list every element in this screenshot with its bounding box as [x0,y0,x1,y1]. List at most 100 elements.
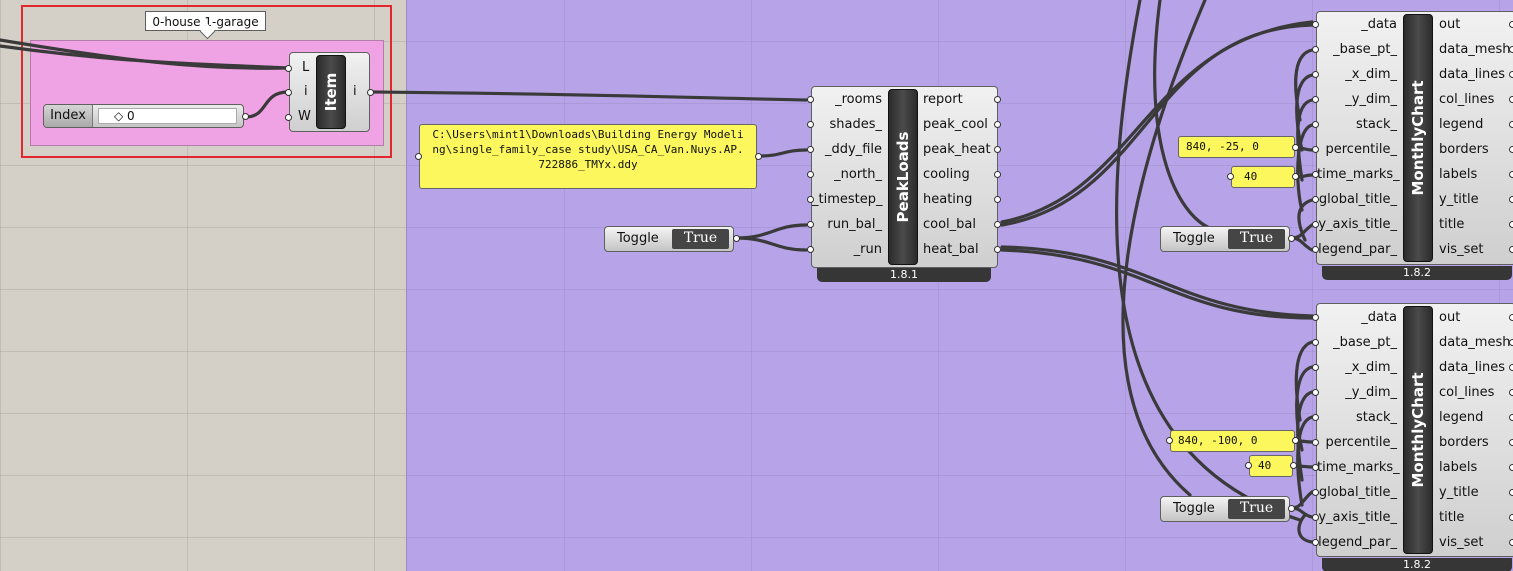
peak-loads-input: _north_ [834,167,882,182]
chart-top-toggle[interactable]: Toggle True [1160,226,1290,252]
output-grip[interactable] [994,221,1001,228]
monthly-chart-bottom-output: data_lines [1439,360,1506,375]
input-grip[interactable] [1312,539,1319,546]
input-grip[interactable] [1227,173,1234,180]
output-grip[interactable] [1509,171,1513,178]
input-grip[interactable] [1245,462,1252,469]
toggle-label: Toggle [617,231,659,246]
ddy-path-panel[interactable]: C:\Users\mint1\Downloads\Building Energy… [419,124,757,189]
output-grip[interactable] [1292,437,1299,444]
input-grip[interactable] [1312,514,1319,521]
output-grip[interactable] [733,235,740,242]
output-grip[interactable] [1509,246,1513,253]
input-grip[interactable] [1312,71,1319,78]
input-grip[interactable] [807,96,814,103]
input-grip[interactable] [807,171,814,178]
output-grip[interactable] [1509,514,1513,521]
wire [1297,198,1314,242]
output-grip[interactable] [1509,96,1513,103]
output-grip[interactable] [1290,462,1297,469]
chart-bottom-toggle[interactable]: Toggle True [1160,496,1290,522]
output-grip[interactable] [1509,414,1513,421]
input-grip[interactable] [1312,339,1319,346]
input-grip[interactable] [1312,464,1319,471]
output-grip[interactable] [1292,144,1299,151]
input-grip[interactable] [1312,439,1319,446]
input-grip[interactable] [1312,364,1319,371]
output-grip[interactable] [1288,235,1295,242]
input-grip[interactable] [1312,221,1319,228]
toggle-label: Toggle [1173,501,1215,516]
output-grip[interactable] [994,171,1001,178]
output-grip[interactable] [1509,121,1513,128]
monthly-chart-bottom-input: percentile_ [1325,435,1397,450]
output-grip[interactable] [1509,221,1513,228]
output-grip[interactable] [994,196,1001,203]
input-grip[interactable] [1312,246,1319,253]
input-grip[interactable] [1312,21,1319,28]
toggle-value[interactable]: True [672,229,729,249]
output-grip[interactable] [1509,364,1513,371]
input-grip[interactable] [285,114,292,121]
output-grip[interactable] [994,246,1001,253]
index-slider[interactable]: Index ◇ 0 [43,104,244,128]
input-grip[interactable] [1312,414,1319,421]
run-toggle[interactable]: Toggle True [604,226,734,252]
input-grip[interactable] [1312,146,1319,153]
time-marks-panel-bottom[interactable]: 40 [1249,455,1293,477]
input-grip[interactable] [285,89,292,96]
slider-value: ◇ 0 [114,109,135,123]
output-grip[interactable] [1509,146,1513,153]
base-point-panel-top[interactable]: 840, -25, 0 [1178,136,1295,158]
output-grip[interactable] [994,146,1001,153]
output-grip[interactable] [994,96,1001,103]
output-grip[interactable] [1292,173,1299,180]
input-grip[interactable] [807,146,814,153]
toggle-value[interactable]: True [1228,499,1285,519]
toggle-value[interactable]: True [1228,229,1285,249]
input-grip[interactable] [1312,121,1319,128]
input-grip[interactable] [415,153,422,160]
input-grip[interactable] [1312,171,1319,178]
wire [0,38,290,70]
slider-track[interactable] [98,108,237,124]
output-grip[interactable] [1288,505,1295,512]
input-grip[interactable] [1312,96,1319,103]
input-grip[interactable] [285,65,292,72]
output-grip[interactable] [1509,489,1513,496]
input-grip[interactable] [807,221,814,228]
monthly-chart-top-input: stack_ [1355,117,1397,132]
time-marks-panel-top[interactable]: 40 [1231,166,1295,188]
output-grip[interactable] [1509,46,1513,53]
group-label: 0-house 1-garage [145,11,266,31]
base-point-panel-bottom[interactable]: 840, -100, 0 [1170,430,1295,452]
input-grip[interactable] [807,246,814,253]
output-grip[interactable] [994,121,1001,128]
input-grip[interactable] [807,196,814,203]
output-grip[interactable] [1509,71,1513,78]
output-grip[interactable] [1509,539,1513,546]
output-grip[interactable] [1509,464,1513,471]
output-grip[interactable] [1509,314,1513,321]
output-grip[interactable] [755,153,762,160]
output-grip[interactable] [1509,339,1513,346]
output-grip[interactable] [1509,196,1513,203]
output-grip[interactable] [1509,389,1513,396]
input-grip[interactable] [1312,314,1319,321]
output-grip[interactable] [1509,439,1513,446]
output-grip[interactable] [367,89,374,96]
input-grip[interactable] [807,121,814,128]
input-grip[interactable] [1312,46,1319,53]
wire [371,90,808,102]
monthly-chart-top-output: borders [1439,142,1489,157]
slider-handle-icon[interactable]: ◇ [114,109,128,123]
peakloads-version: 1.8.1 [817,268,991,282]
output-grip[interactable] [1509,21,1513,28]
input-grip[interactable] [1312,489,1319,496]
input-grip[interactable] [1166,437,1173,444]
input-grip[interactable] [1312,196,1319,203]
output-grip[interactable] [242,113,249,120]
input-grip[interactable] [1312,389,1319,396]
